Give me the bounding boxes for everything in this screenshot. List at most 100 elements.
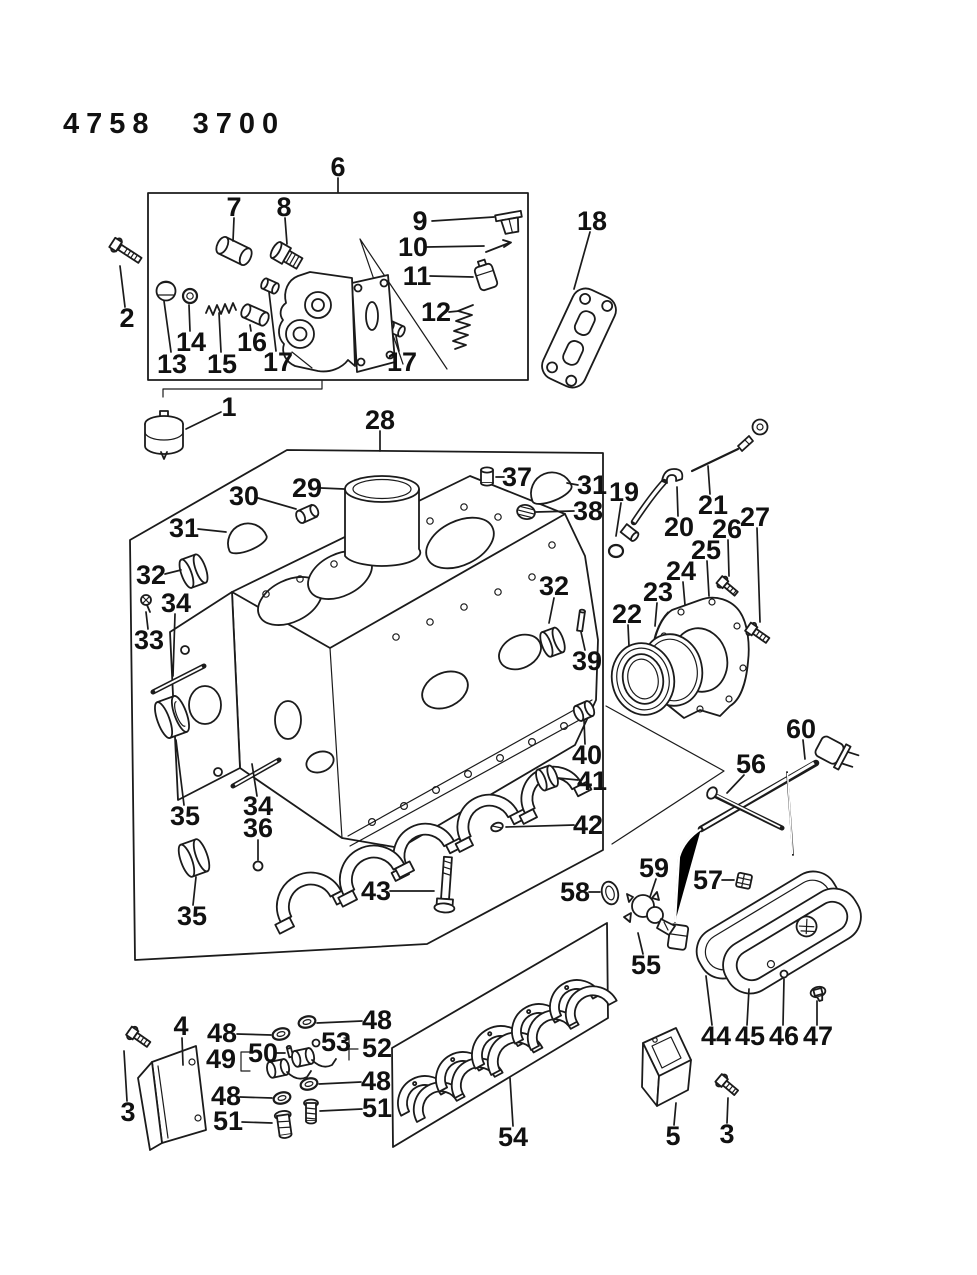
callout-44: 44 xyxy=(701,1021,731,1051)
leader-line-3 xyxy=(123,1050,128,1102)
leader-line-24 xyxy=(682,581,686,606)
callout-31: 31 xyxy=(169,513,199,543)
leader-line-25 xyxy=(706,560,710,597)
part-4-bracket xyxy=(137,1045,207,1151)
callout-40: 40 xyxy=(572,740,602,770)
part-56-rod xyxy=(706,786,785,831)
callout-48: 48 xyxy=(362,1005,392,1035)
part-26-bolt xyxy=(715,575,739,597)
leader-line-17 xyxy=(268,291,277,352)
callout-49: 49 xyxy=(206,1044,236,1074)
part-30-plug xyxy=(295,503,320,524)
part-17-bushing xyxy=(260,277,280,295)
callout-38: 38 xyxy=(573,496,603,526)
callout-31: 31 xyxy=(577,470,607,500)
part-37-plug xyxy=(480,466,494,487)
part-45-cover-plate xyxy=(722,887,862,995)
leader-line-33 xyxy=(145,611,149,630)
block-plate-border xyxy=(129,449,604,961)
callout-17: 17 xyxy=(263,347,293,377)
callout-14: 14 xyxy=(176,327,206,357)
callout-15: 15 xyxy=(207,349,237,379)
leader-line-13 xyxy=(163,300,172,353)
callout-57: 57 xyxy=(693,865,723,895)
leader-line-26 xyxy=(727,539,730,577)
leader-line-39 xyxy=(580,631,586,651)
leader-line-3 xyxy=(726,1097,729,1124)
leader-line-9 xyxy=(431,216,495,222)
page-code: 4758 3700 xyxy=(63,108,285,140)
leader-line-5 xyxy=(673,1102,677,1126)
leader-line-55 xyxy=(637,932,644,955)
leader-line-23 xyxy=(654,602,658,627)
callout-2: 2 xyxy=(119,303,134,333)
callout-19: 19 xyxy=(609,477,639,507)
part-32-cup-plug xyxy=(178,553,209,589)
leader-line-30 xyxy=(257,497,297,510)
callout-13: 13 xyxy=(157,349,187,379)
callout-51: 51 xyxy=(213,1106,243,1136)
callout-11: 11 xyxy=(403,261,432,291)
callout-10: 10 xyxy=(398,232,428,262)
part-43-cap-bolt xyxy=(433,855,456,914)
part-34-dowel-pin xyxy=(150,663,207,695)
callout-24: 24 xyxy=(666,556,696,586)
part-49-oil-jet xyxy=(266,1058,312,1080)
callout-34: 34 xyxy=(243,791,273,821)
leader-line-45 xyxy=(746,988,750,1026)
part-57-clamp xyxy=(735,871,753,890)
leader-line-35 xyxy=(175,739,185,806)
part-22-oil-seal xyxy=(610,642,676,716)
callout-9: 9 xyxy=(412,206,427,236)
part-31-expansion-plug xyxy=(530,471,573,505)
callout-25: 25 xyxy=(691,535,721,565)
callout-30: 30 xyxy=(229,481,259,511)
part-54-bearing-set xyxy=(391,922,618,1148)
callout-1: 1 xyxy=(221,392,236,422)
part-2-bolt xyxy=(108,236,143,264)
leader-line-46 xyxy=(782,978,785,1026)
part-35-bushing xyxy=(177,838,211,878)
leader-line-1 xyxy=(185,411,222,430)
callout-12: 12 xyxy=(421,297,451,327)
callout-3: 3 xyxy=(120,1097,135,1127)
callout-43: 43 xyxy=(361,876,391,906)
part-13-cap xyxy=(155,280,177,302)
leader-line-40 xyxy=(583,719,586,745)
callout-53: 53 xyxy=(321,1027,351,1057)
part-18-gasket xyxy=(541,287,617,389)
leader-line-17 xyxy=(395,335,400,352)
part-14-o-ring xyxy=(181,287,199,305)
leader-line-16 xyxy=(249,324,252,332)
leader-line-18 xyxy=(573,231,591,290)
callout-42: 42 xyxy=(573,810,603,840)
callout-37: 37 xyxy=(502,462,532,492)
callout-50: 50 xyxy=(248,1038,278,1068)
leader-line-12 xyxy=(448,310,460,313)
part-35-bushing xyxy=(154,695,190,739)
callout-3: 3 xyxy=(719,1119,734,1149)
part-5-bracket xyxy=(641,1027,692,1107)
part-32-cup-plug xyxy=(539,626,566,658)
leader-line-2 xyxy=(119,265,126,308)
leader-line-31 xyxy=(566,482,579,486)
part-9-plug xyxy=(494,209,523,235)
leader-line-20 xyxy=(676,486,679,517)
leader-line-38 xyxy=(535,510,575,513)
part-1-damper xyxy=(144,410,184,460)
callout-45: 45 xyxy=(735,1021,765,1051)
leader-line-60 xyxy=(802,739,806,760)
leader-line-32 xyxy=(548,597,555,624)
part-48-washer xyxy=(297,1015,317,1029)
callout-7: 7 xyxy=(226,192,241,222)
callout-51: 51 xyxy=(362,1093,392,1123)
part-16-plunger xyxy=(240,303,270,327)
part-36-ball xyxy=(252,860,264,872)
engine-cylinder-block xyxy=(169,475,599,935)
callout-28: 28 xyxy=(365,405,395,435)
leader-line-44 xyxy=(705,975,713,1026)
part-60-block-heater xyxy=(666,735,860,951)
callout-6: 6 xyxy=(330,152,345,182)
